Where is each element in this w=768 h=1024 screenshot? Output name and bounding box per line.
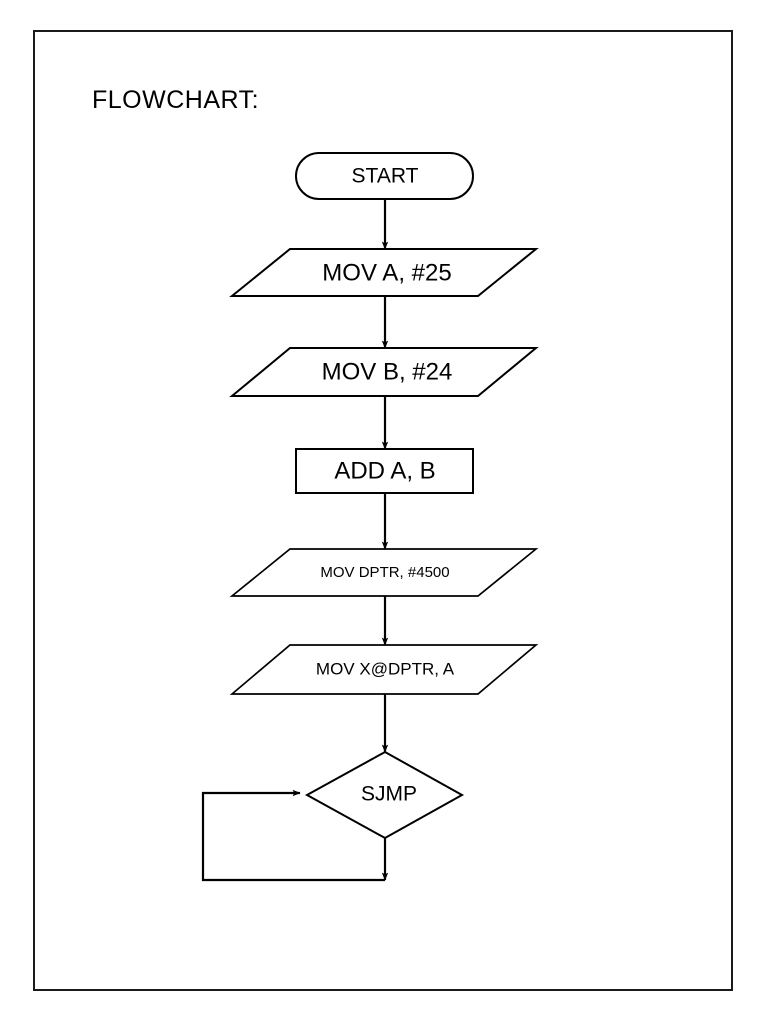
node-sjmp[interactable]: SJMP — [304, 750, 465, 840]
node-mov-dptr[interactable]: MOV DPTR, #4500 — [229, 548, 539, 597]
node-mov-a-label: MOV A, #25 — [322, 259, 451, 286]
node-mov-dptr-label: MOV DPTR, #4500 — [320, 564, 449, 581]
node-start[interactable]: START — [295, 152, 474, 200]
node-add-ab[interactable]: ADD A, B — [295, 448, 474, 494]
node-mov-b-label: MOV B, #24 — [322, 358, 453, 385]
connector-sjmp-loop-back — [201, 789, 385, 882]
node-start-label: START — [352, 165, 419, 188]
node-sjmp-label: SJMP — [361, 783, 417, 806]
page-title: FLOWCHART: — [92, 86, 260, 114]
node-movx-dptr-label: MOV X@DPTR, A — [316, 659, 455, 678]
node-movx-dptr[interactable]: MOV X@DPTR, A — [229, 644, 539, 695]
node-add-ab-label: ADD A, B — [334, 457, 435, 484]
node-mov-b[interactable]: MOV B, #24 — [229, 347, 539, 397]
node-mov-a[interactable]: MOV A, #25 — [229, 248, 539, 297]
